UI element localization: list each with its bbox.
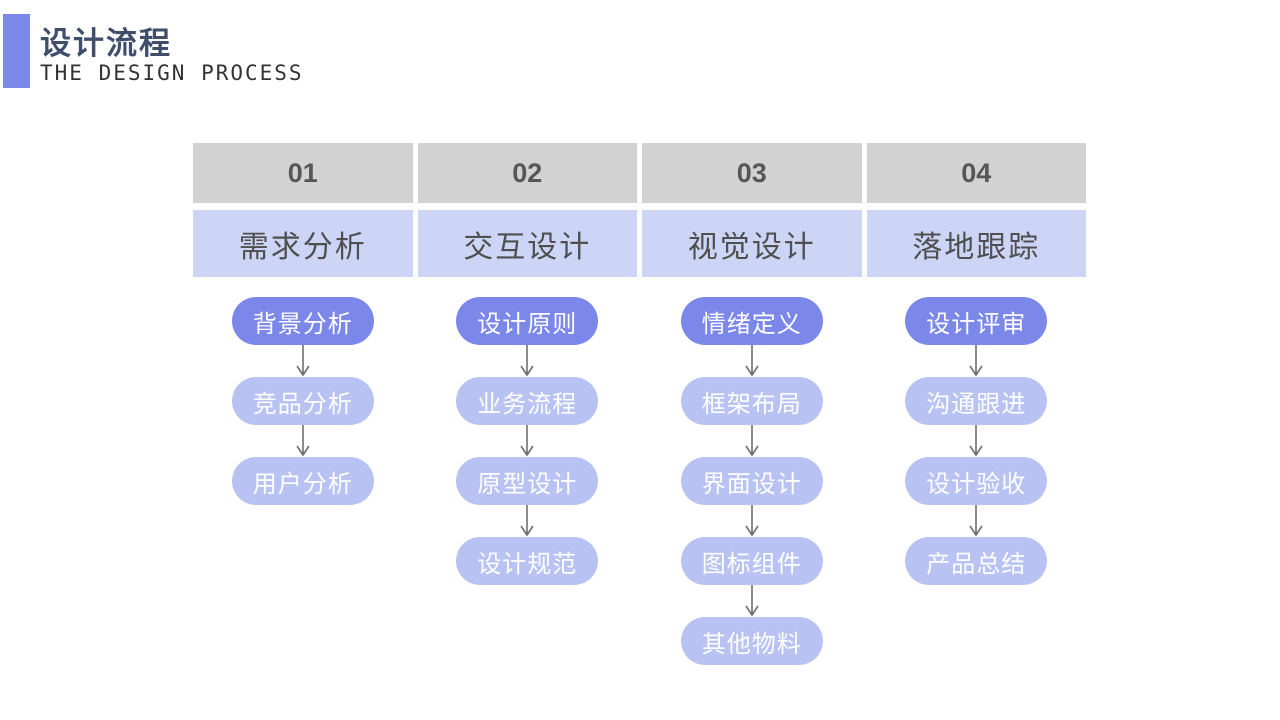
title-accent-bar bbox=[3, 14, 30, 88]
flow-step-pill: 设计评审 bbox=[905, 297, 1048, 345]
flow-step-pill: 竞品分析 bbox=[231, 377, 374, 425]
arrow-down-icon bbox=[518, 425, 536, 457]
phase-title-requirement-analysis: 需求分析 bbox=[193, 210, 413, 277]
arrow-down-icon bbox=[743, 345, 761, 377]
flow-step-pill: 设计原则 bbox=[456, 297, 599, 345]
flow-step-pill: 设计验收 bbox=[905, 457, 1048, 505]
arrow-down-icon bbox=[967, 505, 985, 537]
flow-step-pill: 其他物料 bbox=[680, 617, 823, 665]
arrow-down-icon bbox=[743, 585, 761, 617]
phase-title-visual-design: 视觉设计 bbox=[642, 210, 862, 277]
flow-step-pill: 业务流程 bbox=[456, 377, 599, 425]
step-number-02: 02 bbox=[417, 143, 637, 203]
flow-step-pill: 产品总结 bbox=[905, 537, 1048, 585]
process-header-table: 01 02 03 04 需求分析 交互设计 视觉设计 落地跟踪 bbox=[193, 143, 1086, 277]
flow-step-pill: 界面设计 bbox=[680, 457, 823, 505]
flow-step-pill: 图标组件 bbox=[680, 537, 823, 585]
arrow-down-icon bbox=[967, 345, 985, 377]
arrow-down-icon bbox=[518, 505, 536, 537]
arrow-down-icon bbox=[294, 345, 312, 377]
flow-step-pill: 设计规范 bbox=[456, 537, 599, 585]
flow-column-1: 背景分析 竞品分析 用户分析 bbox=[193, 297, 413, 665]
phase-title-interaction-design: 交互设计 bbox=[417, 210, 637, 277]
flow-step-pill: 沟通跟进 bbox=[905, 377, 1048, 425]
arrow-down-icon bbox=[518, 345, 536, 377]
arrow-down-icon bbox=[743, 505, 761, 537]
flow-step-pill: 框架布局 bbox=[680, 377, 823, 425]
arrow-down-icon bbox=[743, 425, 761, 457]
flow-column-3: 情绪定义 框架布局 界面设计 图标组件 其他物料 bbox=[642, 297, 862, 665]
flow-step-pill: 情绪定义 bbox=[680, 297, 823, 345]
flow-column-4: 设计评审 沟通跟进 设计验收 产品总结 bbox=[867, 297, 1087, 665]
step-number-03: 03 bbox=[642, 143, 862, 203]
flow-area: 背景分析 竞品分析 用户分析 设计原则 业务流程 原型设计 设计规 bbox=[193, 297, 1086, 665]
arrow-down-icon bbox=[294, 425, 312, 457]
step-number-01: 01 bbox=[193, 143, 413, 203]
arrow-down-icon bbox=[967, 425, 985, 457]
page-title: 设计流程 bbox=[40, 26, 172, 61]
page-subtitle: THE DESIGN PROCESS bbox=[40, 61, 304, 85]
flow-step-pill: 用户分析 bbox=[231, 457, 374, 505]
flow-step-pill: 背景分析 bbox=[231, 297, 374, 345]
step-number-04: 04 bbox=[866, 143, 1086, 203]
title-row: 需求分析 交互设计 视觉设计 落地跟踪 bbox=[193, 210, 1086, 277]
flow-step-pill: 原型设计 bbox=[456, 457, 599, 505]
flow-column-2: 设计原则 业务流程 原型设计 设计规范 bbox=[418, 297, 638, 665]
number-row: 01 02 03 04 bbox=[193, 143, 1086, 203]
phase-title-delivery-tracking: 落地跟踪 bbox=[866, 210, 1086, 277]
